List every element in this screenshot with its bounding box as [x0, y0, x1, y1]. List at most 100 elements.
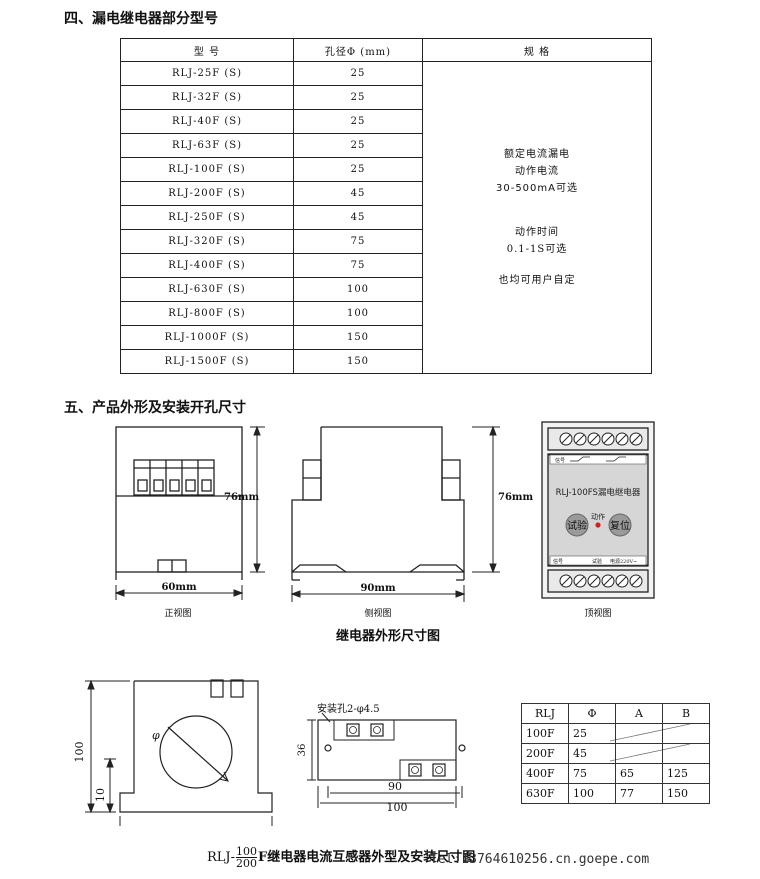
spec-line: 动作电流 — [515, 166, 559, 177]
side-dimensions — [290, 425, 500, 602]
spec-line: 30-500mA可选 — [495, 183, 578, 194]
side-view-drawing — [291, 426, 465, 581]
top-label-signal-2: 信号 — [553, 558, 563, 565]
model-cell: RLJ-200F (S) — [120, 181, 294, 206]
table-row: RLJ-63F (S)25 — [120, 133, 652, 158]
top-caption: 顶视图 — [584, 607, 611, 619]
table-header-row: 型 号 孔径Φ (mm) 规 格 — [120, 38, 652, 62]
table-row: RLJ-320F (S)75 — [120, 229, 652, 254]
header-spec: 规 格 — [422, 38, 652, 62]
transformer-base-label: 10 — [94, 788, 107, 802]
dim-cell — [615, 743, 663, 764]
table-row: 630F 100 77 150 — [521, 783, 710, 804]
dim-header: RLJ — [521, 703, 569, 724]
spec-line: 动作时间 — [515, 227, 559, 238]
caption-suffix: F继电器电流互感器外型及安装尺寸图 — [258, 850, 476, 865]
table-row: RLJ-1000F (S)150 — [120, 325, 652, 350]
top-label-test: 试验 — [592, 558, 602, 565]
dim-cell: 150 — [662, 783, 710, 804]
model-cell: RLJ-1000F (S) — [120, 325, 294, 350]
diameter-cell: 45 — [293, 181, 423, 206]
dim-cell — [662, 743, 710, 764]
table-row: RLJ-32F (S)25 — [120, 85, 652, 110]
table-row: RLJ-800F (S)100 — [120, 301, 652, 326]
table-header-row: RLJ Φ A B — [521, 703, 710, 724]
transformer-height-label: 100 — [73, 742, 86, 763]
action-label: 动作 — [591, 512, 605, 521]
spec-cell: 额定电流漏电 动作电流 30-500mA可选 动作时间 0.1-1S可选 也均可… — [422, 61, 652, 374]
transformer-side-dimensions — [307, 712, 463, 808]
side-caption: 侧视图 — [364, 607, 391, 619]
model-cell: RLJ-40F (S) — [120, 109, 294, 134]
table-row: 200F 45 — [521, 743, 710, 764]
dim-cell — [662, 723, 710, 744]
device-label: RLJ-100FS漏电继电器 — [556, 487, 641, 498]
front-height-label: 76mm — [224, 492, 259, 503]
dim-header: A — [615, 703, 663, 724]
phi-label: φ — [152, 729, 160, 742]
dim-cell: 45 — [568, 743, 616, 764]
transformer-drawing — [119, 679, 273, 813]
front-caption: 正视图 — [164, 607, 191, 619]
table-row: RLJ-400F (S)75 — [120, 253, 652, 278]
diameter-cell: 25 — [293, 85, 423, 110]
dim-cell: 25 — [568, 723, 616, 744]
top-lower-label-strip: 信号 试验 电源220V~ — [549, 555, 647, 566]
test-button-graphic — [565, 513, 589, 537]
table-row: RLJ-200F (S)45 — [120, 181, 652, 206]
diameter-cell: 150 — [293, 349, 423, 374]
spec-line: 也均可用户自定 — [498, 275, 576, 286]
top-upper-label-strip: 信号 — [549, 454, 647, 465]
diameter-cell: 25 — [293, 109, 423, 134]
side-height-label: 76mm — [498, 492, 533, 503]
reset-button-label: 复位 — [610, 519, 630, 532]
table-row: RLJ-630F (S)100 — [120, 277, 652, 302]
model-cell: RLJ-1500F (S) — [120, 349, 294, 374]
spec-line: 额定电流漏电 — [504, 149, 570, 160]
mounting-hole-label: 安装孔2-φ4.5 — [317, 702, 380, 715]
model-cell: RLJ-250F (S) — [120, 205, 294, 230]
dim-cell: 400F — [521, 763, 569, 784]
diameter-cell: 150 — [293, 325, 423, 350]
outer-width-label: 100 — [387, 801, 408, 814]
dim-cell: 200F — [521, 743, 569, 764]
diameter-cell: 100 — [293, 277, 423, 302]
dim-cell: 100 — [568, 783, 616, 804]
spec-line: 0.1-1S可选 — [506, 244, 568, 255]
side-width-label: 90mm — [360, 583, 395, 594]
table-row: RLJ-25F (S) 25 额定电流漏电 动作电流 30-500mA可选 动作… — [120, 61, 652, 374]
front-dimensions — [114, 425, 265, 600]
top-view-drawing — [541, 421, 655, 599]
model-cell: RLJ-800F (S) — [120, 301, 294, 326]
model-table: 型 号 孔径Φ (mm) 规 格 RLJ-25F (S) 25 额定电流漏电 动… — [120, 38, 652, 374]
dim-cell: 77 — [615, 783, 663, 804]
dim-header: Φ — [568, 703, 616, 724]
table-row: RLJ-1500F (S)150 — [120, 349, 652, 374]
caption-denominator: 200 — [236, 857, 258, 870]
caption-prefix: RLJ- — [207, 850, 236, 865]
action-indicator-led — [595, 522, 601, 528]
dimension-table: RLJ Φ A B 100F 25 200F 45 400F 75 65 125… — [521, 703, 710, 804]
table-row: 400F 75 65 125 — [521, 763, 710, 784]
table-row: 100F 25 — [521, 723, 710, 744]
model-cell: RLJ-630F (S) — [120, 277, 294, 302]
dim-cell: 75 — [568, 763, 616, 784]
front-width-label: 60mm — [161, 582, 196, 593]
top-label-power: 电源220V~ — [610, 558, 637, 565]
dim-header: B — [662, 703, 710, 724]
transformer-side-drawing — [317, 719, 466, 781]
transformer-side-height-label: 36 — [297, 744, 308, 757]
caption-numerator: 100 — [236, 845, 258, 858]
inner-width-label: 90 — [388, 780, 402, 793]
dim-cell: 125 — [662, 763, 710, 784]
drawings-caption: 继电器外形尺寸图 — [336, 628, 440, 644]
reset-button-graphic — [608, 513, 632, 537]
watermark: Tel:13764610256.cn.goepe.com — [430, 852, 650, 867]
section-4-title: 四、漏电继电器部分型号 — [64, 11, 218, 27]
section-5-title: 五、产品外形及安装开孔尺寸 — [64, 400, 246, 416]
table-row: RLJ-40F (S)25 — [120, 109, 652, 134]
header-model: 型 号 — [120, 38, 294, 62]
